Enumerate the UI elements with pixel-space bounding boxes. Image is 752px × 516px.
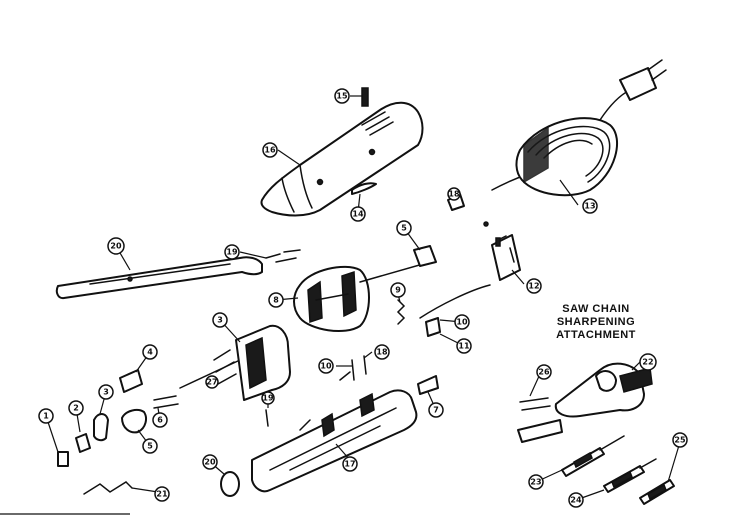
callout-26: 26 bbox=[536, 364, 552, 380]
svg-text:17: 17 bbox=[344, 460, 355, 469]
callout-5a: 5 bbox=[142, 438, 158, 454]
svg-text:20: 20 bbox=[110, 242, 122, 251]
screw-part bbox=[361, 87, 369, 107]
svg-text:27: 27 bbox=[206, 378, 217, 387]
callout-5b: 5 bbox=[396, 220, 412, 236]
svg-text:9: 9 bbox=[395, 286, 401, 295]
callout-11: 11 bbox=[456, 338, 472, 354]
svg-text:11: 11 bbox=[458, 342, 470, 351]
attachment-title-line-1: SAW CHAIN bbox=[562, 303, 629, 315]
spring-part bbox=[396, 299, 406, 325]
svg-text:20: 20 bbox=[204, 458, 216, 467]
callout-3a: 3 bbox=[98, 384, 114, 400]
svg-text:23: 23 bbox=[530, 478, 541, 487]
svg-text:1: 1 bbox=[43, 412, 49, 421]
callout-6: 6 bbox=[152, 412, 168, 428]
file-parts bbox=[561, 435, 675, 505]
callout-14: 14 bbox=[350, 206, 366, 222]
callout-12: 12 bbox=[526, 278, 542, 294]
callout-18a: 18 bbox=[374, 344, 390, 360]
svg-text:22: 22 bbox=[642, 358, 653, 367]
callout-20a: 20 bbox=[107, 237, 125, 255]
svg-text:19: 19 bbox=[226, 248, 238, 257]
callout-7: 7 bbox=[428, 402, 444, 418]
armature-part bbox=[179, 324, 291, 401]
callout-9: 9 bbox=[390, 282, 406, 298]
callout-3b: 3 bbox=[212, 312, 228, 328]
callout-24: 24 bbox=[568, 492, 584, 508]
ring-part bbox=[220, 471, 240, 497]
wire-part bbox=[419, 284, 491, 337]
callout-25: 25 bbox=[672, 432, 688, 448]
callout-1: 1 bbox=[38, 408, 54, 424]
svg-text:21: 21 bbox=[156, 490, 168, 499]
svg-text:12: 12 bbox=[528, 282, 539, 291]
callout-21: 21 bbox=[154, 486, 170, 502]
svg-text:15: 15 bbox=[336, 92, 348, 101]
clip-part bbox=[351, 182, 377, 195]
spring-clip-part bbox=[83, 481, 133, 495]
svg-text:18: 18 bbox=[376, 348, 388, 357]
svg-text:7: 7 bbox=[433, 406, 439, 415]
callout-23: 23 bbox=[528, 474, 544, 490]
bearing-part bbox=[119, 369, 179, 434]
fastener-parts bbox=[57, 413, 109, 467]
svg-text:16: 16 bbox=[264, 146, 276, 155]
svg-text:4: 4 bbox=[147, 348, 153, 357]
callout-8: 8 bbox=[268, 292, 284, 308]
svg-text:24: 24 bbox=[570, 496, 582, 505]
sharpening-attachment-part bbox=[517, 362, 653, 443]
svg-text:13: 13 bbox=[584, 202, 595, 211]
svg-text:25: 25 bbox=[674, 436, 686, 445]
svg-text:19: 19 bbox=[262, 394, 274, 403]
callout-17: 17 bbox=[342, 456, 358, 472]
attachment-title: SAW CHAIN SHARPENING ATTACHMENT bbox=[556, 303, 636, 341]
callout-10b: 10 bbox=[318, 358, 334, 374]
base-housing-part bbox=[251, 371, 418, 493]
svg-text:10: 10 bbox=[456, 318, 468, 327]
svg-text:26: 26 bbox=[538, 368, 550, 377]
callout-16: 16 bbox=[262, 142, 278, 158]
small-screw-parts bbox=[265, 355, 367, 427]
callout-15: 15 bbox=[334, 88, 350, 104]
callout-13: 13 bbox=[582, 198, 598, 214]
svg-text:10: 10 bbox=[320, 362, 332, 371]
callout-19a: 19 bbox=[261, 391, 275, 405]
wrench-part bbox=[55, 256, 263, 300]
callout-10a: 10 bbox=[454, 314, 470, 330]
svg-text:5: 5 bbox=[401, 224, 407, 233]
svg-text:18: 18 bbox=[448, 190, 460, 199]
small-wire-part bbox=[265, 249, 301, 263]
switch-bracket-part bbox=[491, 234, 521, 281]
shaft-part bbox=[359, 245, 437, 283]
callout-4: 4 bbox=[142, 344, 158, 360]
callout-27: 27 bbox=[205, 375, 219, 389]
small-clip-part bbox=[417, 375, 439, 395]
callout-22: 22 bbox=[639, 353, 657, 371]
attachment-title-line-2: SHARPENING bbox=[557, 316, 635, 328]
housing-part bbox=[260, 101, 424, 217]
callout-labels: 1 2 3 3 4 5 5 6 7 8 9 10 10 11 12 13 14 … bbox=[38, 88, 688, 508]
callout-18b: 18 bbox=[447, 187, 461, 201]
power-cord-part bbox=[491, 59, 667, 197]
attachment-title-line-3: ATTACHMENT bbox=[556, 329, 636, 341]
callout-20b: 20 bbox=[202, 454, 218, 470]
callout-2: 2 bbox=[68, 400, 84, 416]
svg-text:14: 14 bbox=[352, 210, 364, 219]
svg-text:3: 3 bbox=[103, 388, 109, 397]
callout-19b: 19 bbox=[224, 244, 240, 260]
svg-text:6: 6 bbox=[157, 416, 163, 425]
svg-text:8: 8 bbox=[273, 296, 279, 305]
svg-text:5: 5 bbox=[147, 442, 153, 451]
motor-field-part bbox=[293, 265, 370, 333]
svg-text:3: 3 bbox=[217, 316, 223, 325]
svg-text:2: 2 bbox=[73, 404, 79, 413]
